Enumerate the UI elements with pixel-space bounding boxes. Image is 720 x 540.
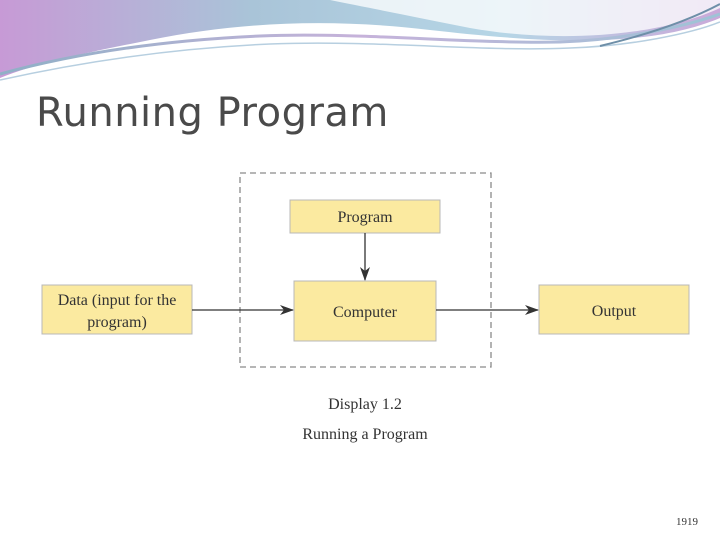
data-label-line2: program) [87,314,147,331]
program-label: Program [337,209,393,226]
slide-title: Running Program [36,90,389,136]
caption-title: Running a Program [302,426,428,443]
data-label-line1: Data (input for the [58,292,177,309]
output-box: Output [538,284,690,335]
system-dashed-border [239,172,492,368]
program-box: Program [289,199,441,234]
computer-label: Computer [333,304,398,321]
caption-display-number: Display 1.2 [328,396,402,413]
data-input-box: Data (input for the program) [41,284,193,335]
page-number: 1919 [676,516,698,528]
header-wave-decoration [0,0,720,81]
computer-box: Computer [293,280,437,342]
output-label: Output [592,303,637,320]
